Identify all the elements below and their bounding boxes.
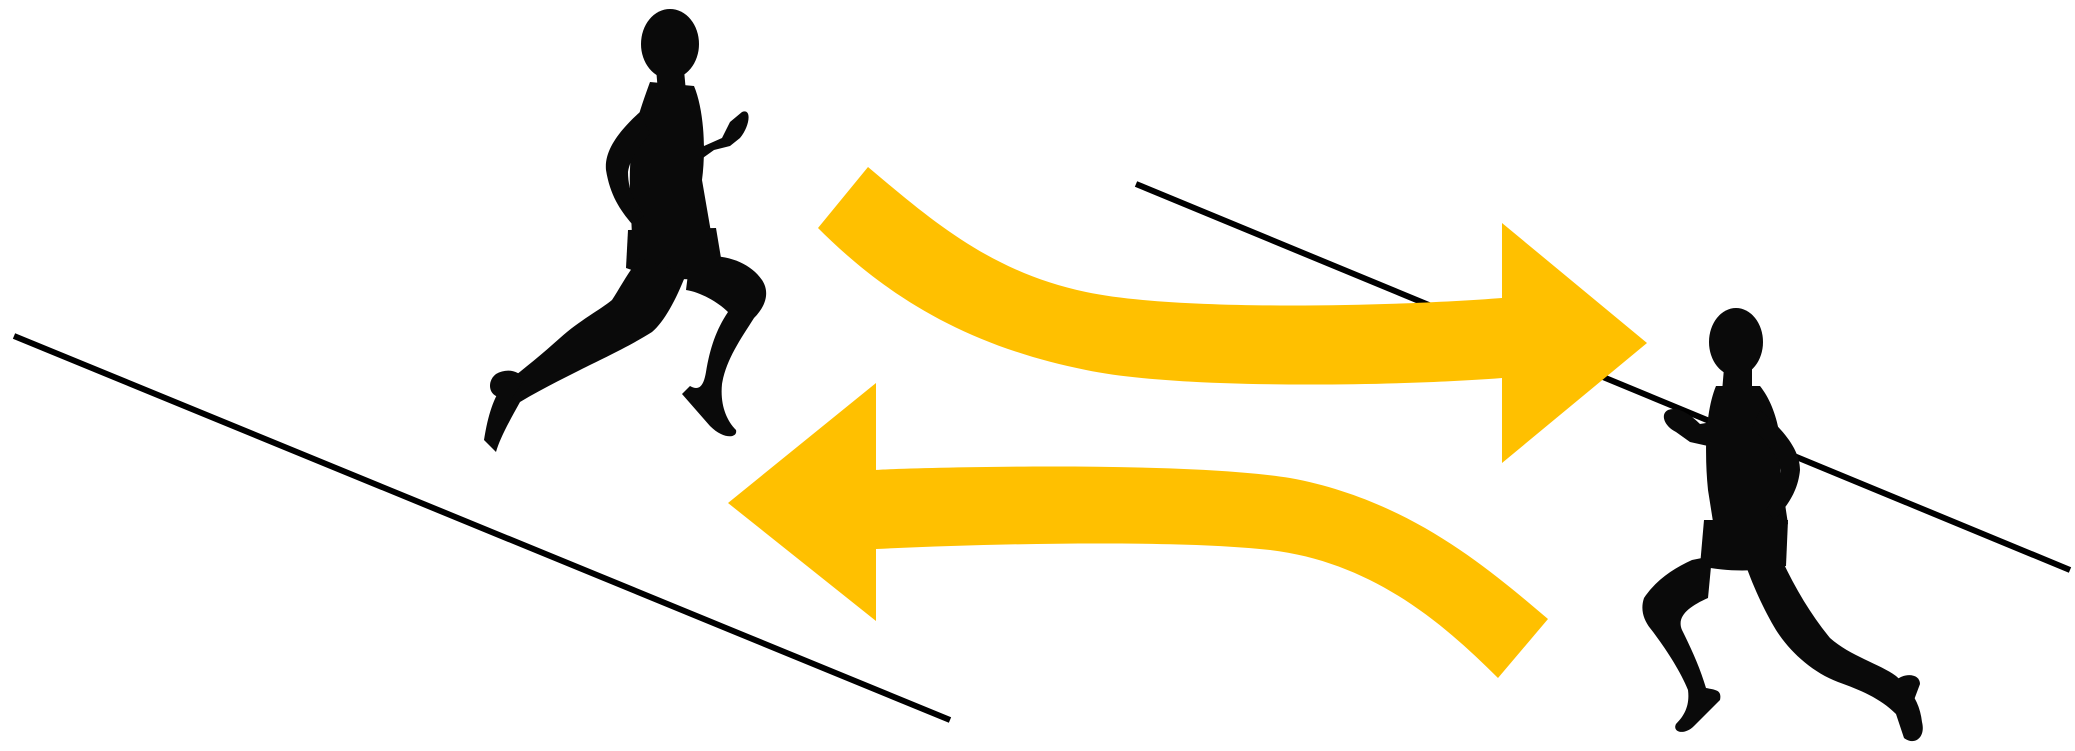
- curved-arrow-right-icon: [818, 167, 1647, 463]
- curved-arrow-left-icon: [728, 383, 1548, 678]
- arrow-bottom: [728, 383, 1548, 678]
- runner-icon: [484, 9, 766, 452]
- runner-icon: [1642, 308, 1922, 741]
- runner-left: [484, 9, 766, 452]
- arrow-top: [818, 167, 1647, 463]
- runner-right: [1642, 308, 1922, 741]
